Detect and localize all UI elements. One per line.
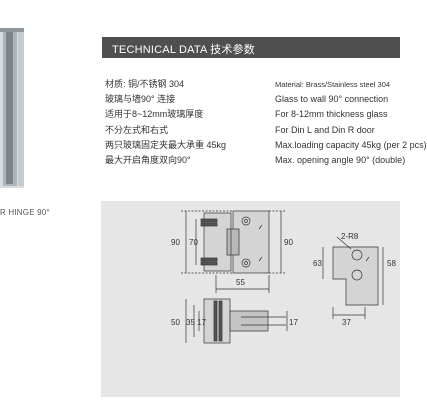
dim-top-a: 50 bbox=[171, 318, 180, 327]
spec-list-chinese: 材质: 铜/不锈钢 304 玻璃与墙90° 连接 适用于8~12mm玻璃厚度 不… bbox=[105, 77, 270, 168]
dim-top-c: 17 bbox=[197, 318, 206, 327]
technical-data-header: TECHNICAL DATA 技术参数 bbox=[102, 37, 400, 58]
dim-top-b: 35 bbox=[186, 318, 195, 327]
product-caption: R HINGE 90° bbox=[0, 208, 50, 217]
technical-drawing-panel: 90 70 90 55 50 35 17 17 2-R8 63 58 37 bbox=[101, 201, 400, 397]
dim-side-width: 37 bbox=[342, 318, 351, 327]
spec-line: For Din L and Din R door bbox=[275, 124, 375, 135]
spec-line: Max.loading capacity 45kg (per 2 pcs) bbox=[275, 139, 427, 150]
section-title: TECHNICAL DATA 技术参数 bbox=[112, 44, 255, 56]
dim-side-right: 58 bbox=[387, 259, 396, 268]
front-view bbox=[181, 210, 286, 293]
spec-list-english: Material: Brass/Stainless steel 304 Glas… bbox=[275, 77, 427, 168]
side-view bbox=[322, 236, 384, 319]
spec-line: For 8-12mm thickness glass bbox=[275, 109, 388, 120]
spec-line: 适用于8~12mm玻璃厚度 bbox=[105, 109, 204, 120]
spec-line: Material: Brass/Stainless steel 304 bbox=[275, 80, 391, 89]
dim-side-holes: 2-R8 bbox=[341, 232, 359, 241]
spec-line: Glass to wall 90° connection bbox=[275, 94, 389, 105]
top-view bbox=[185, 298, 288, 344]
dim-side-height: 63 bbox=[313, 259, 322, 268]
spec-line: 最大开启角度双向90° bbox=[105, 155, 191, 166]
product-photo bbox=[0, 28, 24, 188]
dim-front-height-outer: 90 bbox=[171, 238, 180, 247]
spec-line: 不分左式和右式 bbox=[105, 124, 169, 135]
spec-line: Max. opening angle 90° (double) bbox=[275, 155, 406, 166]
dim-top-d: 17 bbox=[289, 318, 298, 327]
technical-drawing: 90 70 90 55 50 35 17 17 2-R8 63 58 37 bbox=[171, 210, 396, 344]
dim-front-height-right: 90 bbox=[284, 238, 293, 247]
spec-line: 材质: 铜/不锈钢 304 bbox=[105, 79, 185, 89]
dim-front-width: 55 bbox=[236, 278, 245, 287]
dim-front-height-inner: 70 bbox=[189, 238, 198, 247]
spec-line: 两只玻璃固定夹最大承重 45kg bbox=[105, 139, 227, 150]
spec-line: 玻璃与墙90° 连接 bbox=[105, 94, 176, 105]
